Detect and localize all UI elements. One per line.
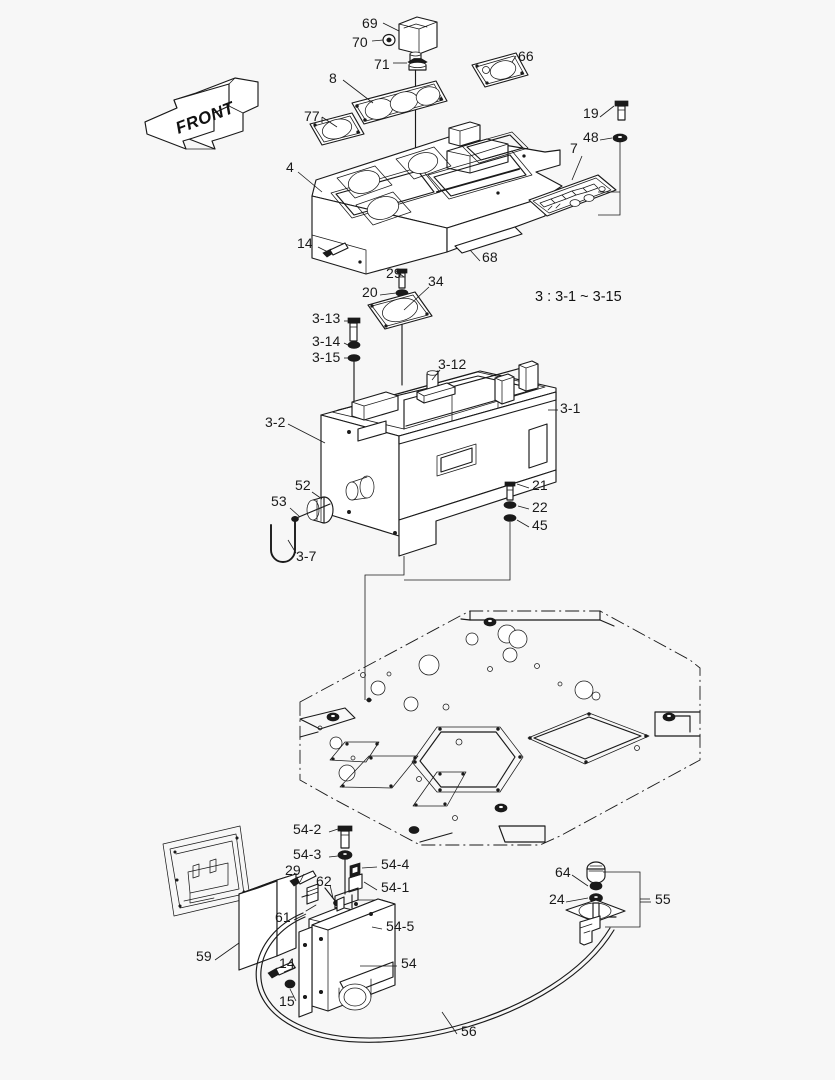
callout-69: 69 — [362, 15, 378, 31]
cupholder-group — [336, 146, 452, 226]
opening-trapezoid — [412, 771, 467, 807]
callout-29-upper: 29 — [386, 265, 402, 281]
opening-octagon — [411, 726, 524, 793]
callout-8: 8 — [329, 70, 337, 86]
callout-45: 45 — [532, 517, 548, 533]
bolt-3-13 — [347, 317, 361, 342]
gasket-plate-77 — [309, 112, 365, 146]
callout-55: 55 — [655, 891, 671, 907]
callout-71: 71 — [374, 56, 390, 72]
callout-66: 66 — [518, 48, 534, 64]
callout-3-12: 3-12 — [438, 356, 467, 372]
callout-3-2: 3-2 — [265, 414, 286, 430]
washer-70 — [382, 33, 396, 47]
callout-19: 19 — [583, 105, 599, 121]
tank-cap-52 — [306, 496, 334, 524]
washer-45 — [503, 514, 517, 522]
washer-3-15 — [347, 354, 361, 362]
cable-56 — [255, 912, 615, 1043]
gasket-plate-8 — [351, 80, 448, 125]
washer-3-14 — [347, 341, 361, 349]
callout-14-lower: 14 — [279, 955, 295, 971]
front-arrow-shape — [144, 77, 259, 150]
note-group-3: 3 : 3-1 ~ 3-15 — [535, 289, 622, 305]
callout-77: 77 — [304, 108, 320, 124]
switch-panel-7 — [528, 174, 617, 217]
callout-15: 15 — [279, 993, 295, 1009]
bolt-29-lower — [289, 870, 317, 887]
callout-3-14: 3-14 — [312, 333, 341, 349]
washer-22 — [503, 501, 517, 509]
bolt-54-2 — [337, 825, 353, 849]
terminal-54-4 — [349, 862, 361, 878]
callout-3-7: 3-7 — [296, 548, 317, 564]
gasket-plate-66 — [471, 52, 529, 88]
callout-24: 24 — [549, 891, 565, 907]
callout-54-4: 54-4 — [381, 856, 410, 872]
opening-rect-right — [527, 712, 650, 765]
filler-port — [345, 475, 375, 501]
callout-53: 53 — [271, 493, 287, 509]
bolt-19 — [614, 100, 629, 121]
flange-gasket-34 — [367, 291, 433, 330]
callout-3-13: 3-13 — [312, 310, 341, 326]
opening-small-left — [329, 741, 380, 763]
clip-3-7 — [270, 516, 296, 563]
callout-7: 7 — [570, 140, 578, 156]
callout-22: 22 — [532, 499, 548, 515]
trim-strip-68 — [454, 226, 523, 254]
valve-assembly-55 — [565, 861, 626, 946]
pump-body-54 — [298, 896, 396, 1018]
washer-48 — [612, 133, 628, 143]
nut-71 — [407, 58, 428, 71]
callout-54-5: 54-5 — [386, 918, 415, 934]
tank-box-3 — [320, 360, 557, 557]
callout-62: 62 — [316, 873, 332, 889]
callout-52: 52 — [295, 477, 311, 493]
callout-54-1: 54-1 — [381, 879, 410, 895]
callout-54-2: 54-2 — [293, 821, 322, 837]
callout-20: 20 — [362, 284, 378, 300]
callout-56: 56 — [461, 1023, 477, 1039]
callout-64: 64 — [555, 864, 571, 880]
callout-59: 59 — [196, 948, 212, 964]
callout-3-1: 3-1 — [560, 400, 581, 416]
mounting-bracket-phantom — [162, 825, 251, 917]
bolt-14-upper — [322, 242, 349, 258]
callout-4: 4 — [286, 159, 294, 175]
callout-68: 68 — [482, 249, 498, 265]
reservoir-59 — [238, 873, 297, 971]
callout-21: 21 — [532, 477, 548, 493]
bolt-14-lower — [267, 961, 296, 979]
bolt-21 — [504, 481, 516, 501]
switch-buttons — [539, 183, 599, 208]
callout-3-15: 3-15 — [312, 349, 341, 365]
callout-29-lower: 29 — [285, 862, 301, 878]
console-cover-4 — [311, 121, 563, 275]
callout-54: 54 — [401, 955, 417, 971]
floor-plate — [299, 610, 701, 846]
callout-14-upper: 14 — [297, 235, 313, 251]
callout-70: 70 — [352, 34, 368, 50]
callout-48: 48 — [583, 129, 599, 145]
callout-54-3: 54-3 — [293, 846, 322, 862]
callout-34: 34 — [428, 273, 444, 289]
fitting-3-12 — [416, 370, 456, 404]
clamp-61 — [301, 883, 319, 912]
nut-54-3 — [337, 850, 353, 860]
opening-square-small — [339, 755, 419, 789]
callout-61: 61 — [275, 909, 291, 925]
leader-lines — [214, 22, 651, 1035]
washer-15 — [284, 979, 296, 989]
